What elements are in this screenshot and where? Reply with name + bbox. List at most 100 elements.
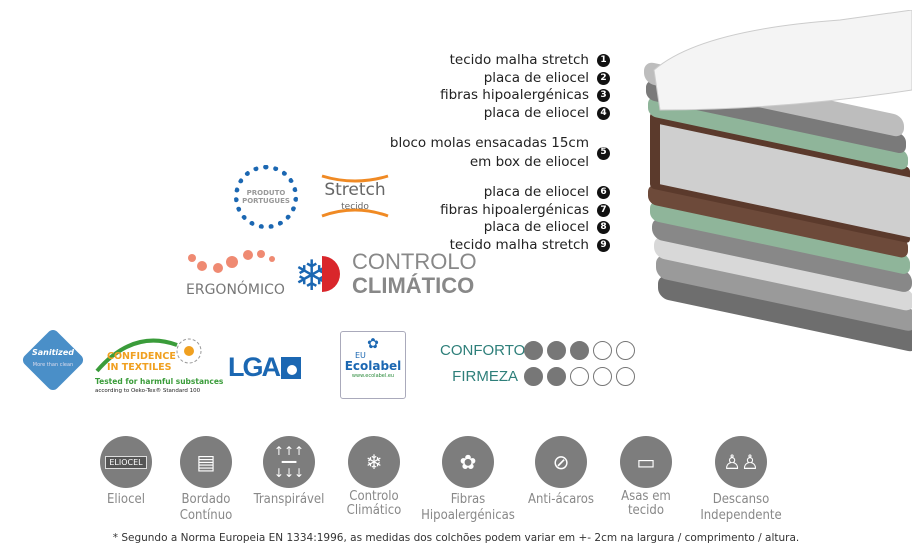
mattress-cross-section-image (644, 10, 912, 352)
confidence-text: CONFIDENCE (107, 351, 176, 362)
feature-label: Eliocel (107, 492, 145, 507)
rating-dot-filled (524, 366, 543, 386)
layer-label-line: em box de eliocel (469, 154, 589, 170)
layer-number: 9 (597, 238, 610, 252)
feature-eliocel: ELIOCEL Eliocel (76, 436, 176, 508)
mattress-layer (648, 185, 908, 258)
rating-conforto: CONFORTO (440, 337, 635, 363)
feature-label-line: Controlo (349, 489, 399, 504)
feature-label: Anti-ácaros (528, 492, 594, 507)
layers-icon: ▤ (180, 436, 232, 488)
feature-label-line: Contínuo (179, 508, 233, 523)
layer-label: fibras hipoalergénicas (440, 87, 589, 103)
breathable-icon: ↑↑↑━━↓↓↓ (263, 436, 315, 488)
rating-dot-empty (570, 366, 589, 386)
eu-text: EU (355, 351, 366, 360)
ecolabel-text: Ecolabel (344, 359, 402, 373)
rating-dot-filled (547, 340, 566, 360)
rating-dot-empty (616, 340, 635, 360)
lga-logo: LGA (228, 352, 301, 383)
layer-number: 8 (597, 221, 610, 235)
eu-ecolabel-logo: ✿ EU Ecolabel www.ecolabel.eu (340, 331, 406, 399)
layer-label-line: bloco molas ensacadas 15cm (389, 135, 589, 151)
rating-dot-empty (616, 366, 635, 386)
fibers-icon: ✿ (442, 436, 494, 488)
rating-label: FIRMEZA (452, 367, 518, 385)
layer-number: 4 (597, 106, 610, 120)
in-textiles-text: IN TEXTILES (107, 362, 172, 373)
layer-label: placa de eliocel (483, 104, 589, 121)
sanitized-sub-text: More than clean (32, 362, 74, 368)
layer-label: placa de eliocel (483, 184, 589, 200)
climate-icon: ❄ (348, 436, 400, 488)
layer-label: fibras hipoalergénicas (440, 201, 589, 218)
feature-label-line: Climático (346, 503, 402, 518)
layer-item: placa de eliocel 4 (390, 105, 610, 123)
climatico-text: CLIMÁTICO (352, 273, 475, 298)
rating-firmeza: FIRMEZA (440, 363, 635, 389)
layer-item: fibras hipoalergénicas 7 (390, 202, 610, 220)
ergonomico-logo: ERGONÓMICO (186, 250, 285, 298)
produto-portugues-text: PRODUTO PORTUGUES (242, 189, 290, 205)
pocket-springs (660, 124, 910, 238)
layer-label: bloco molas ensacadas 15cm em box de elio… (390, 134, 589, 172)
layer-number: 7 (597, 203, 610, 217)
oeko-standard-text: according to Oeko-Tex® Standard 100 (95, 388, 201, 394)
feature-label-line: Asas em (621, 489, 671, 504)
ergonomico-text: ERGONÓMICO (186, 282, 285, 298)
eliocel-icon: ELIOCEL (100, 436, 152, 488)
ecolabel-flower-icon: ✿ (367, 336, 379, 352)
layer-item: placa de eliocel 2 (390, 70, 610, 88)
feature-label: Transpirável (253, 492, 325, 507)
feature-label-line: Bordado (181, 492, 231, 507)
eliocel-badge: ELIOCEL (105, 455, 147, 469)
rating-dot-filled (570, 340, 589, 360)
tested-text: Tested for harmful substances (95, 377, 224, 386)
feature-label-line: tecido (627, 503, 665, 518)
stretch-logo: Stretch tecido (320, 172, 390, 222)
layer-number: 5 (597, 146, 610, 160)
produto-portugues-logo: PRODUTO PORTUGUES (228, 165, 304, 233)
feature-label-line: Independente (700, 508, 782, 523)
feature-transpiravel: ↑↑↑━━↓↓↓ Transpirável (239, 436, 339, 508)
handles-icon: ▭ (620, 436, 672, 488)
controlo-text: CONTROLO (352, 249, 477, 274)
people-icon: ♙♙ (715, 436, 767, 488)
ratings: CONFORTO FIRMEZA (440, 337, 635, 389)
footnote: * Segundo a Norma Europeia EN 1334:1996,… (112, 532, 800, 544)
feature-label-line: Hipoalergénicas (421, 508, 515, 523)
snowflake-sun-icon: ❄ (294, 251, 340, 300)
layer-number: 6 (597, 186, 610, 200)
stretch-sub-text: tecido (341, 202, 369, 212)
mattress-layer (654, 236, 912, 311)
mattress-layer (658, 275, 912, 352)
ecolabel-url-text: www.ecolabel.eu (351, 373, 395, 379)
mattress-layer (648, 97, 908, 170)
layer-label: placa de eliocel (483, 69, 589, 86)
layer-number: 2 (597, 71, 610, 85)
sanitized-text: Sanitized (32, 348, 74, 357)
lga-text: LGA (228, 352, 281, 382)
stretch-text: Stretch (324, 180, 386, 200)
layer-item: bloco molas ensacadas 15cm em box de elio… (390, 134, 610, 172)
feature-anti-acaros: ⊘Anti-ácaros (511, 436, 611, 508)
layer-label: tecido malha stretch (449, 52, 589, 68)
mattress-layer (656, 255, 912, 331)
rating-dot-filled (524, 340, 543, 360)
mattress-top-fabric (653, 10, 912, 111)
